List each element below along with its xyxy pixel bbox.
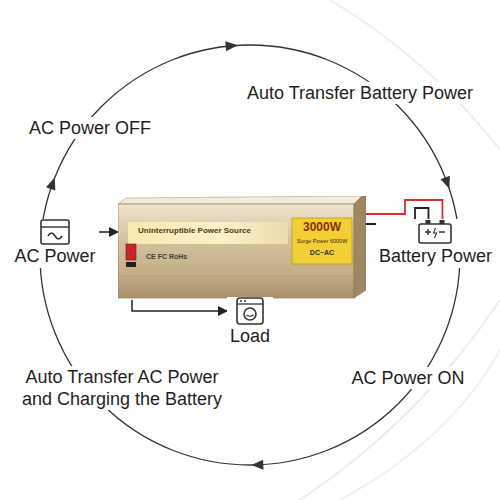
load-device: Load bbox=[227, 297, 273, 348]
load-icon bbox=[236, 297, 264, 325]
state-label: Auto Transfer AC Power and Charging the … bbox=[8, 366, 236, 410]
cycle-arrowhead bbox=[251, 460, 263, 470]
inverter-illustration bbox=[118, 196, 366, 300]
cycle-arrowhead bbox=[441, 176, 455, 191]
cycle-arrowhead bbox=[46, 176, 60, 191]
surge-rating: Surge Power 6000W bbox=[292, 238, 352, 244]
background-swoosh bbox=[340, 350, 500, 500]
ac-icon bbox=[40, 219, 70, 245]
state-label: AC Power OFF bbox=[26, 117, 154, 139]
power-rating: 3000W bbox=[292, 221, 352, 235]
background-swoosh bbox=[330, 0, 500, 150]
conversion-type: DC~AC bbox=[292, 249, 352, 257]
source-label: AC Power bbox=[14, 245, 95, 267]
cycle-arrowhead bbox=[225, 40, 238, 51]
product-name: Uninterruptible Power Source bbox=[138, 226, 251, 235]
battery-source: Battery Power bbox=[376, 219, 495, 268]
state-label: Auto Transfer Battery Power bbox=[244, 82, 476, 104]
source-label: Battery Power bbox=[379, 245, 492, 267]
connector-line bbox=[366, 200, 442, 219]
connector-line bbox=[132, 300, 227, 311]
state-label: AC Power ON bbox=[348, 367, 467, 389]
inverter-box: Uninterruptible Power Source 3000W Surge P… bbox=[118, 196, 366, 300]
background-swoosh bbox=[300, 300, 500, 500]
connector-line bbox=[99, 231, 118, 233]
cert-marks: CE FC RoHs bbox=[146, 253, 187, 261]
power-arrow bbox=[132, 300, 227, 311]
bat-icon bbox=[417, 219, 453, 245]
ac-source: AC Power bbox=[11, 219, 98, 268]
source-label: Load bbox=[230, 325, 270, 347]
power-arrow bbox=[99, 232, 118, 233]
